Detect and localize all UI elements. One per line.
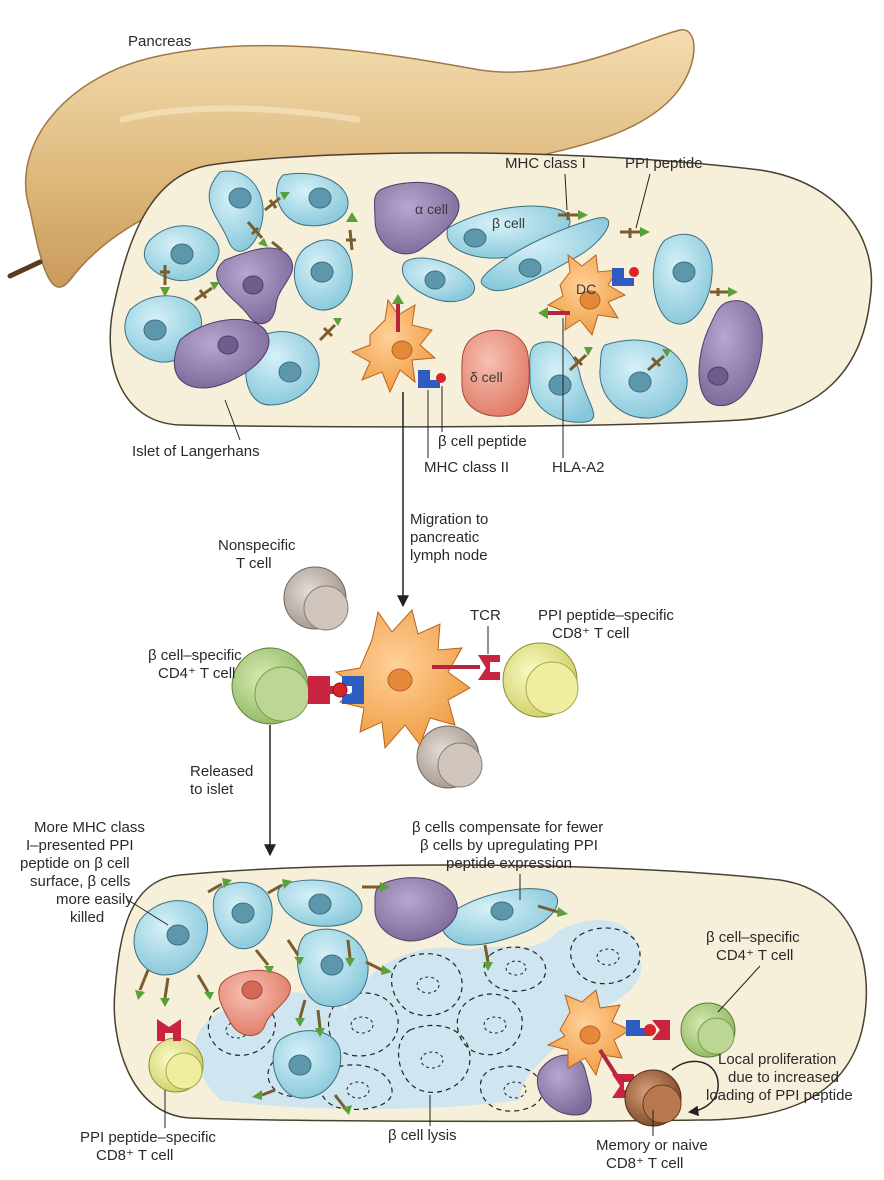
- delta-cell-label: δ cell: [470, 369, 503, 385]
- tcr-receptor-mid: [478, 655, 500, 680]
- more-mhc-label-4: surface, β cells: [30, 873, 130, 890]
- released-label-2: to islet: [190, 781, 234, 798]
- alpha-cell-label: α cell: [415, 201, 448, 217]
- mhc2-tcr-synapse-mid: [308, 676, 364, 704]
- islet-label: Islet of Langerhans: [132, 443, 260, 460]
- pancreas-label: Pancreas: [128, 33, 191, 50]
- memory-label-2: CD8⁺ T cell: [606, 1155, 683, 1172]
- cd4-t-cell-bottom: [681, 1003, 735, 1057]
- cd4-t-cell-mid: [232, 648, 309, 724]
- tcr-label: TCR: [470, 607, 501, 624]
- cd4-mid-label-2: CD4⁺ T cell: [158, 665, 235, 682]
- mhc-class-2-label: MHC class II: [424, 459, 509, 476]
- nonspecific-t-cell-top: [284, 567, 348, 630]
- cd8-bottom-label-2: CD8⁺ T cell: [96, 1147, 173, 1164]
- mhc-class-1-label: MHC class I: [505, 155, 586, 172]
- cd8-t-cell-top: [503, 643, 578, 717]
- hla-a2-label: HLA-A2: [552, 459, 605, 476]
- ppi-peptide-label: PPI peptide: [625, 155, 703, 172]
- nonspecific-t-cell-bottom: [417, 726, 482, 788]
- cd4-bottom-label-1: β cell–specific: [706, 929, 800, 946]
- compensate-label-2: β cells by upregulating PPI: [420, 837, 598, 854]
- migration-label-2: pancreatic: [410, 529, 480, 546]
- cd8-top-label-1: PPI peptide–specific: [538, 607, 674, 624]
- memory-label-1: Memory or naive: [596, 1137, 708, 1154]
- compensate-label-1: β cells compensate for fewer: [412, 819, 603, 836]
- migration-label-1: Migration to: [410, 511, 488, 528]
- nonspecific-label-2: T cell: [236, 555, 272, 572]
- cd4-mid-label-1: β cell–specific: [148, 647, 242, 664]
- nonspecific-label-1: Nonspecific: [218, 537, 296, 554]
- proliferation-label-3: loading of PPI peptide: [706, 1087, 853, 1104]
- cd4-bottom-label-2: CD4⁺ T cell: [716, 947, 793, 964]
- released-label-1: Released: [190, 763, 253, 780]
- dc-label: DC: [576, 281, 596, 297]
- proliferation-label-2: due to increased: [728, 1069, 839, 1086]
- migration-label-3: lymph node: [410, 547, 488, 564]
- more-mhc-label-1: More MHC class: [34, 819, 145, 836]
- more-mhc-label-6: killed: [70, 909, 104, 926]
- compensate-label-3: peptide expression: [446, 855, 572, 872]
- lysis-label: β cell lysis: [388, 1127, 457, 1144]
- cd8-top-label-2: CD8⁺ T cell: [552, 625, 629, 642]
- beta-cell-label: β cell: [492, 215, 525, 231]
- cd8-bottom-label-1: PPI peptide–specific: [80, 1129, 216, 1146]
- more-mhc-label-2: I–presented PPI: [26, 837, 134, 854]
- proliferation-label-1: Local proliferation: [718, 1051, 836, 1068]
- more-mhc-label-3: peptide on β cell: [20, 855, 130, 872]
- beta-cell-peptide-label: β cell peptide: [438, 433, 527, 450]
- more-mhc-label-5: more easily: [56, 891, 133, 908]
